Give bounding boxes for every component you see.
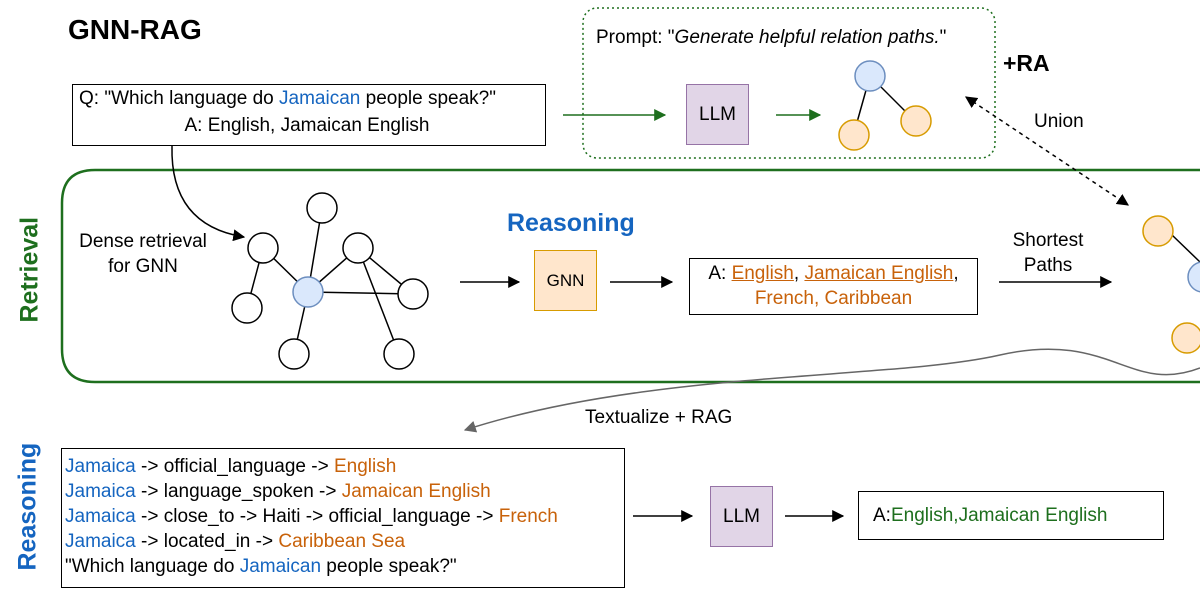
retrieval-label: Retrieval [15,216,44,323]
graph-node [383,338,415,370]
path-subject: Jamaica [65,531,136,552]
gnn-answer-box: A: English, Jamaican English, French, Ca… [689,258,978,315]
reasoning-side-label: Reasoning [13,442,42,571]
dense-retrieval-line: Dense retrieval [79,231,207,252]
textualize-label: Textualize + RAG [585,407,733,428]
reasoning-heading: Reasoning [507,209,635,237]
path-line: Jamaica -> close_to -> Haiti -> official… [65,504,624,529]
path-edge [1171,234,1200,263]
graph-node [306,192,338,224]
shortest-paths-label: Shortest Paths [994,228,1102,278]
answer-candidate: Jamaican English [804,263,954,284]
question-text: Q: "Which language do [79,88,280,109]
path-relation: -> located_in -> [135,531,279,552]
path-line: Jamaica -> language_spoken -> Jamaican E… [65,479,624,504]
answer-prefix: A: [708,263,732,284]
tree-node-leaf [838,119,870,151]
ra-label: +RA [1003,50,1050,76]
graph-node [231,292,263,324]
answer-sep: , [793,263,805,284]
llm-box-top: LLM [686,84,749,145]
path-relation: -> official_language -> [135,456,334,477]
ra-dotted-frame [582,7,996,159]
gnn-answer-line2: French, Caribbean [690,286,977,311]
retrieval-frame [60,168,1200,384]
graph-node [342,232,374,264]
final-answer-item: English [890,504,954,526]
dense-retrieval-label: Dense retrieval for GNN [68,229,218,279]
path-question-entity: Jamaican [239,556,322,577]
gnn-answer-line1: A: English, Jamaican English, [690,261,977,286]
answer-candidate: English [731,263,794,284]
graph-node [247,232,279,264]
graph-node-question-entity [292,276,324,308]
union-arrow [965,96,1129,206]
question-entity: Jamaican [279,88,361,109]
answer-sep: , [813,288,825,309]
path-subject: Jamaica [65,456,136,477]
path-line: Jamaica -> official_language -> English [65,454,624,479]
path-subject: Jamaica [65,481,136,502]
path-node [1142,215,1174,247]
answer-sep: , [953,263,959,284]
path-node [1171,322,1200,354]
question-box: Q: "Which language do Jamaican people sp… [72,84,546,146]
prompt-prefix: Prompt: " [596,27,675,48]
path-relation: -> close_to -> Haiti -> official_languag… [135,506,499,527]
tree-node-root [854,60,886,92]
path-object: French [498,506,558,527]
answer-candidate: French [754,288,814,309]
path-question-line: "Which language do Jamaican people speak… [65,554,624,579]
final-answer-prefix: A: [873,504,891,526]
reasoning-paths-box: Jamaica -> official_language -> English … [61,448,625,588]
path-line: Jamaica -> located_in -> Caribbean Sea [65,529,624,554]
union-label: Union [1034,111,1084,132]
answer-candidate: Caribbean [824,288,913,309]
knowledge-subgraph [246,207,414,355]
graph-node [397,278,429,310]
path-question-text: people speak?" [321,556,457,577]
path-object: English [333,456,397,477]
path-object: Caribbean Sea [278,531,406,552]
question-to-graph-arrow [171,145,246,242]
gnn-box: GNN [534,250,597,311]
question-line: Q: "Which language do Jamaican people sp… [79,85,545,112]
shortest-paths-line: Paths [1023,255,1073,276]
llm-box-bottom: LLM [710,486,773,547]
question-answer: A: English, Jamaican English [184,115,430,136]
diagram-title: GNN-RAG [68,14,202,45]
path-question-text: "Which language do [65,556,240,577]
question-text: people speak?" [360,88,496,109]
final-answer-sep: , [953,504,959,526]
tree-node-leaf [900,105,932,137]
textualize-arrow [463,348,1200,433]
prompt-instruction: Generate helpful relation paths. [674,27,940,48]
path-object: Jamaican English [341,481,491,502]
path-subject: Jamaica [65,506,136,527]
path-node-entity [1187,261,1200,293]
prompt-text: Prompt: "Generate helpful relation paths… [596,27,946,49]
final-answer-item: Jamaican English [958,504,1108,526]
final-answer-box: A: English, Jamaican English [858,491,1164,540]
graph-node [278,338,310,370]
prompt-suffix: " [939,27,947,48]
dense-retrieval-line: for GNN [108,256,178,277]
path-relation: -> language_spoken -> [135,481,342,502]
shortest-paths-line: Shortest [1012,230,1084,251]
